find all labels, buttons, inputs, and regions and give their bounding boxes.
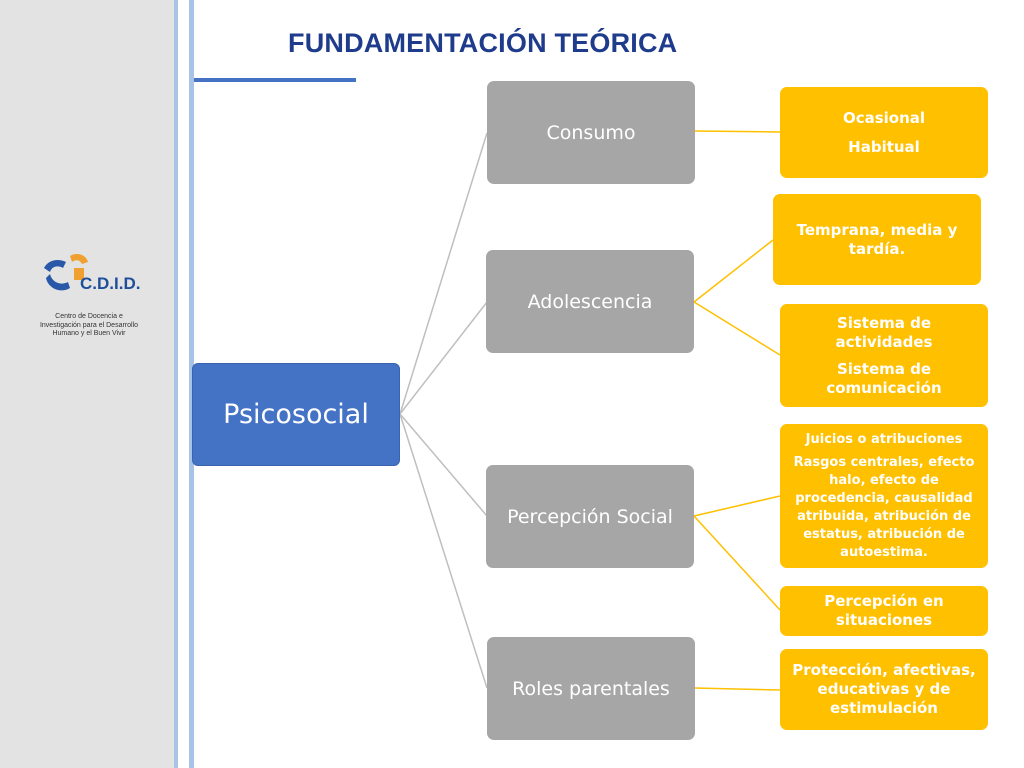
leaf-text: Protección, afectivas, educativas y de e… xyxy=(792,661,976,717)
node-adolescencia: Adolescencia xyxy=(486,250,694,353)
node-roles-parentales: Roles parentales xyxy=(487,637,695,740)
frame-line xyxy=(189,0,194,768)
leaf-text: Rasgos centrales, efecto halo, efecto de… xyxy=(793,454,975,560)
leaf-adolescencia-sistemas: Sistema de actividades Sistema de comuni… xyxy=(780,304,988,407)
node-percepcion-social-label: Percepción Social xyxy=(507,505,673,528)
leaf-text: Percepción en situaciones xyxy=(824,592,944,629)
connector-root-consumo xyxy=(399,132,488,415)
leaf-consumo-tipos: Ocasional Habitual xyxy=(780,87,988,178)
logo-caption: Centro de Docencia e Investigación para … xyxy=(39,313,139,337)
leaf-percepcion-situaciones: Percepción en situaciones xyxy=(780,586,988,636)
leaf-adolescencia-etapas: Temprana, media y tardía. xyxy=(773,194,981,285)
cdid-logo-icon: C.D.I.D. xyxy=(44,254,140,293)
node-adolescencia-label: Adolescencia xyxy=(527,290,653,313)
connector-roles-leaf xyxy=(693,687,781,691)
connector-root-roles xyxy=(399,413,488,689)
title-underline xyxy=(194,78,356,82)
leaf-text: Ocasional xyxy=(842,108,926,127)
leaf-text: Habitual xyxy=(848,137,920,156)
connector-root-adolescencia xyxy=(399,301,488,415)
leaf-text: Sistema de actividades xyxy=(835,313,933,351)
leaf-roles-funciones: Protección, afectivas, educativas y de e… xyxy=(780,649,988,730)
node-consumo-label: Consumo xyxy=(546,121,636,144)
connector-percepcion-leaf1 xyxy=(693,495,781,517)
leaf-text: Sistema de comunicación xyxy=(826,359,942,397)
connector-consumo-leaf xyxy=(693,130,781,133)
node-consumo: Consumo xyxy=(487,81,695,184)
connector-adolescencia-leaf1 xyxy=(693,239,774,303)
node-psicosocial: Psicosocial xyxy=(192,363,400,466)
node-percepcion-social: Percepción Social xyxy=(486,465,694,568)
node-roles-parentales-label: Roles parentales xyxy=(512,677,670,700)
node-psicosocial-label: Psicosocial xyxy=(223,399,369,430)
svg-text:C.D.I.D.: C.D.I.D. xyxy=(80,274,140,293)
page-title: FUNDAMENTACIÓN TEÓRICA xyxy=(288,28,678,58)
connector-adolescencia-leaf2 xyxy=(693,301,781,356)
left-sidebar xyxy=(0,0,178,768)
leaf-text: Temprana, media y tardía. xyxy=(796,220,958,258)
connector-percepcion-leaf2 xyxy=(693,515,781,611)
connector-root-percepcion xyxy=(399,413,488,517)
leaf-percepcion-juicios: Juicios o atribuciones Rasgos centrales,… xyxy=(780,424,988,568)
leaf-text: Juicios o atribuciones xyxy=(805,431,963,447)
